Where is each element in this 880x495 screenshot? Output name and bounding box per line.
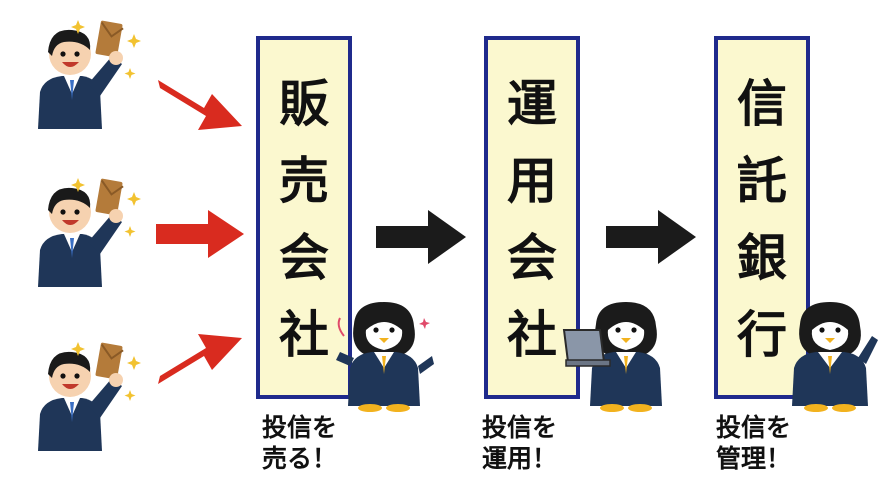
arrow-right-icon [606,210,696,264]
hanbai-caption: 投信を 売る！ [262,412,337,474]
box-char: 行 [737,305,787,364]
box-char: 銀 [737,228,787,287]
shintaku-box: 信 託 銀 行 [714,36,810,399]
box-char: 託 [737,152,787,211]
penguin-businessman-laptop-icon [562,302,662,412]
investor-3-icon [38,342,141,451]
box-char: 販 [279,75,329,134]
investor-2-icon [38,178,141,287]
box-char: 運 [507,75,557,134]
red-arrow-icon [158,80,242,130]
arrow-right-icon [376,210,466,264]
red-arrow-icon [158,334,242,384]
box-char: 社 [279,305,329,364]
caption-line: 投信を [716,413,792,442]
caption-line: 投信を [482,413,558,442]
shintaku-caption: 投信を 管理！ [716,412,791,474]
caption-line: 管理！ [716,444,792,473]
penguin-businessman-icon [792,302,878,412]
box-char: 社 [507,305,557,364]
hanbai-box: 販 売 会 社 [256,36,352,399]
unyou-box: 運 用 会 社 [484,36,580,399]
box-char: 用 [507,152,557,211]
penguin-businessman-icon [336,302,434,412]
caption-line: 運用！ [482,444,558,473]
box-char: 会 [279,228,329,287]
caption-line: 投信を [262,413,338,442]
investor-1-icon [38,20,141,129]
box-char: 売 [279,152,329,211]
box-char: 会 [507,228,557,287]
caption-line: 売る！ [262,444,338,473]
box-char: 信 [737,75,787,134]
red-arrow-icon [156,210,244,258]
unyou-caption: 投信を 運用！ [482,412,557,474]
